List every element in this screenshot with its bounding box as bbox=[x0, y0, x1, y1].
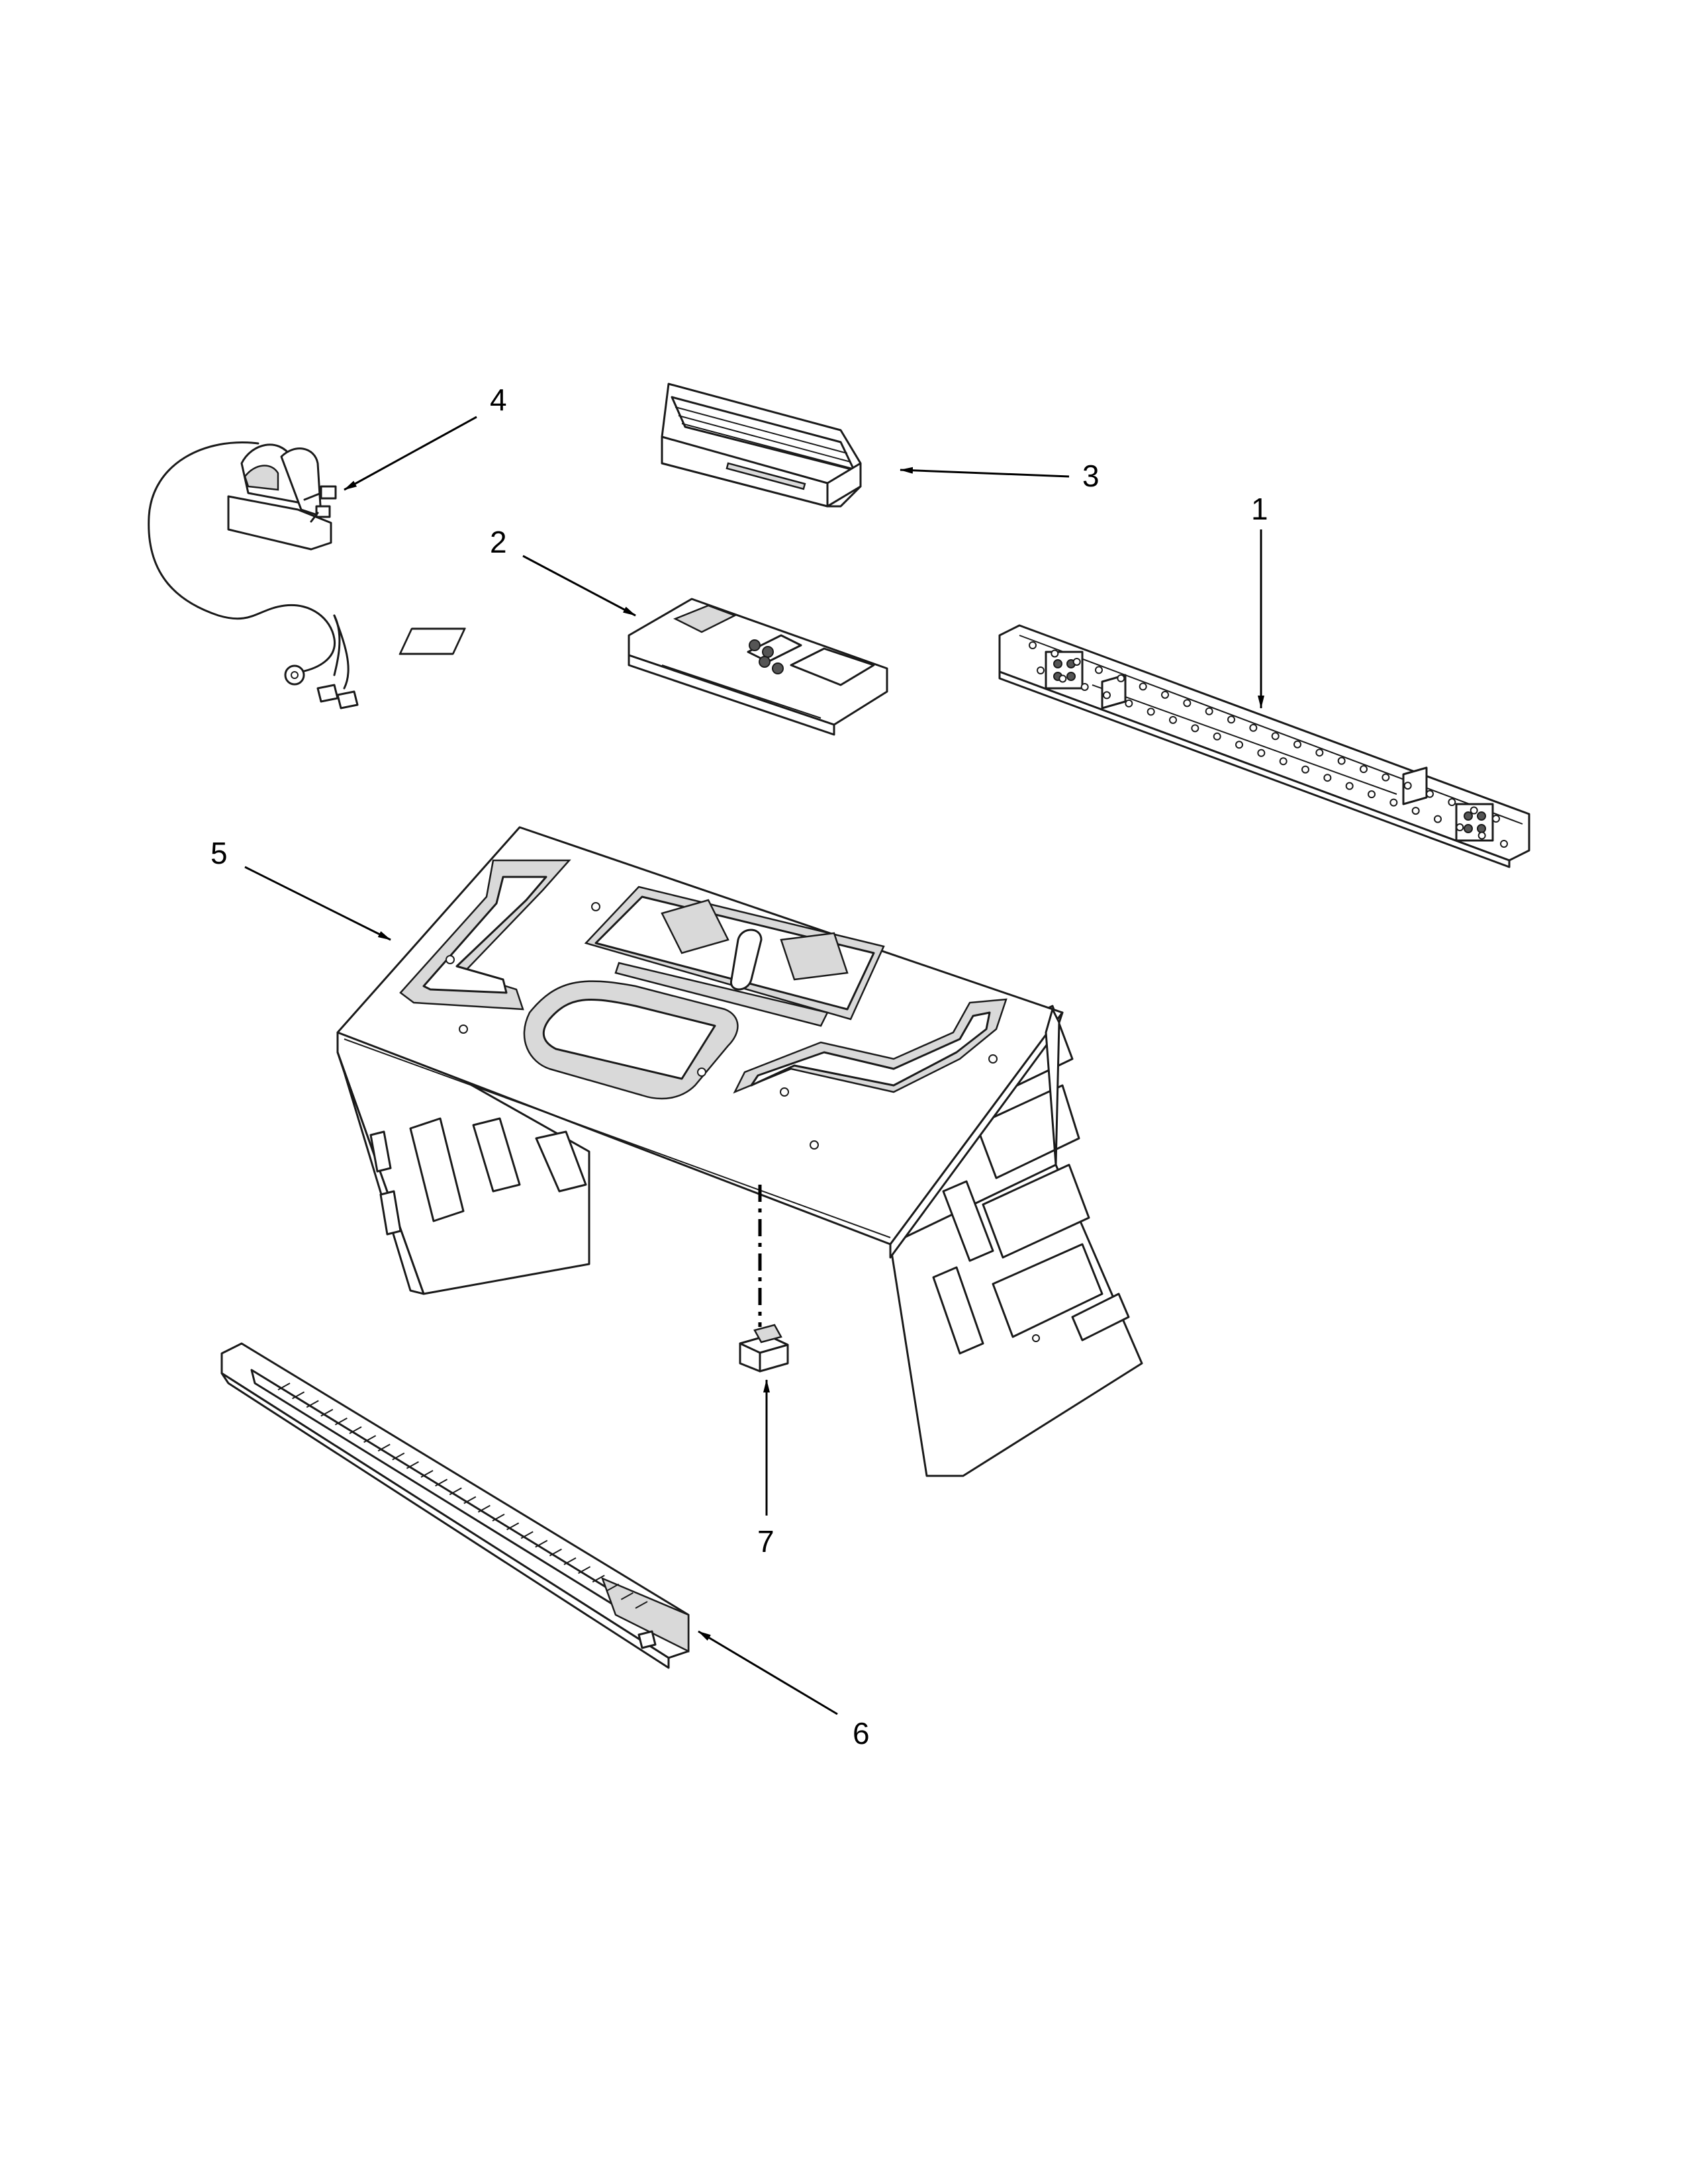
grille-slat bbox=[377, 1443, 391, 1452]
rail-hole bbox=[1191, 724, 1199, 733]
rail-hole bbox=[1103, 691, 1111, 700]
grille-slat bbox=[492, 1514, 505, 1522]
rail-hole bbox=[1249, 723, 1258, 732]
grille-slat bbox=[277, 1383, 291, 1390]
grille-slat bbox=[449, 1487, 462, 1496]
rail-hole bbox=[1434, 815, 1442, 823]
rail-hole bbox=[1183, 699, 1192, 707]
rail-hole bbox=[1139, 682, 1147, 691]
grille-slat bbox=[477, 1504, 491, 1513]
rail-hole bbox=[1058, 674, 1067, 683]
grille-slat bbox=[334, 1417, 348, 1426]
part-4-power-cord[interactable] bbox=[148, 441, 359, 709]
rail-hole bbox=[1095, 666, 1103, 674]
grille-slat bbox=[363, 1435, 377, 1443]
grille-slat bbox=[592, 1574, 605, 1583]
leader-3 bbox=[900, 467, 1070, 478]
grille-slat bbox=[435, 1479, 448, 1487]
part-1-mounting-rail[interactable] bbox=[998, 624, 1530, 868]
rail-hole bbox=[1500, 840, 1508, 848]
rail-hole bbox=[1492, 815, 1500, 823]
rail-hole bbox=[1315, 749, 1324, 757]
callout-7: 7 bbox=[757, 1524, 774, 1559]
rail-hole bbox=[1257, 749, 1266, 757]
rail-hole bbox=[1235, 741, 1243, 749]
rail-hole bbox=[1037, 666, 1045, 674]
leader-4 bbox=[344, 416, 477, 491]
leader-2 bbox=[522, 555, 636, 617]
callout-1: 1 bbox=[1251, 492, 1268, 526]
rail-hole bbox=[1227, 715, 1235, 724]
grille-slat bbox=[578, 1566, 591, 1574]
rail-hole bbox=[1205, 707, 1213, 715]
rail-hole bbox=[1117, 674, 1125, 682]
rail-hole bbox=[1360, 765, 1368, 774]
rail-hole bbox=[1213, 732, 1221, 741]
grille-slat bbox=[420, 1470, 434, 1478]
leader-5 bbox=[244, 866, 391, 941]
grille-slat bbox=[620, 1592, 633, 1600]
rail-hole bbox=[1403, 782, 1412, 790]
rail-hole bbox=[1161, 690, 1169, 699]
callout-5: 5 bbox=[211, 836, 228, 870]
rail-hole bbox=[1323, 774, 1332, 782]
callout-6: 6 bbox=[853, 1716, 870, 1751]
rail-hole bbox=[1337, 756, 1346, 765]
rail-hole bbox=[1426, 790, 1434, 798]
grille-slat bbox=[549, 1548, 562, 1557]
grille-slat bbox=[463, 1496, 477, 1504]
rail-hole bbox=[1279, 757, 1288, 766]
rail-hole bbox=[1125, 699, 1133, 707]
grille-slat bbox=[306, 1400, 319, 1408]
rail-hole bbox=[1382, 773, 1390, 782]
rail-hole bbox=[1029, 641, 1037, 649]
rail-hole bbox=[1345, 782, 1354, 790]
rail-hole bbox=[1411, 807, 1420, 815]
rail-hole bbox=[1147, 707, 1155, 716]
leader-6 bbox=[698, 1630, 838, 1715]
rail-hole bbox=[1080, 682, 1089, 691]
grille-slat bbox=[392, 1452, 405, 1461]
rail-hole bbox=[1389, 798, 1398, 807]
rail-hole bbox=[1293, 740, 1301, 749]
grille-slat bbox=[535, 1539, 548, 1548]
grille-slat bbox=[520, 1531, 534, 1539]
part-3-vent-duct[interactable] bbox=[661, 383, 862, 508]
rail-hole bbox=[1368, 790, 1376, 799]
part-5-cabinet-frame[interactable] bbox=[336, 826, 1143, 1477]
callout-4: 4 bbox=[490, 383, 507, 417]
part-6-grille-trim[interactable] bbox=[220, 1342, 690, 1669]
grille-slat bbox=[635, 1601, 648, 1609]
rail-hole bbox=[1169, 715, 1177, 724]
grille-slat bbox=[406, 1461, 419, 1469]
rail-hole bbox=[1456, 823, 1464, 832]
part-2-mounting-plate[interactable] bbox=[399, 598, 888, 736]
rail-hole bbox=[1271, 732, 1280, 741]
grille-slat bbox=[292, 1391, 305, 1400]
grille-slat bbox=[506, 1522, 520, 1531]
grille-slat bbox=[606, 1583, 620, 1592]
rail-hole bbox=[1477, 831, 1486, 840]
callout-3: 3 bbox=[1082, 459, 1100, 493]
rail-hole bbox=[1470, 806, 1478, 815]
grille-slat bbox=[349, 1426, 362, 1434]
rail-hole bbox=[1448, 798, 1456, 807]
part-7-clip[interactable] bbox=[739, 1324, 789, 1373]
rail-hole bbox=[1301, 765, 1309, 774]
rail-hole bbox=[1072, 657, 1081, 666]
callout-2: 2 bbox=[490, 525, 507, 559]
grille-slat bbox=[563, 1557, 577, 1565]
rail-hole bbox=[1051, 649, 1059, 658]
grille-slat bbox=[320, 1408, 334, 1417]
